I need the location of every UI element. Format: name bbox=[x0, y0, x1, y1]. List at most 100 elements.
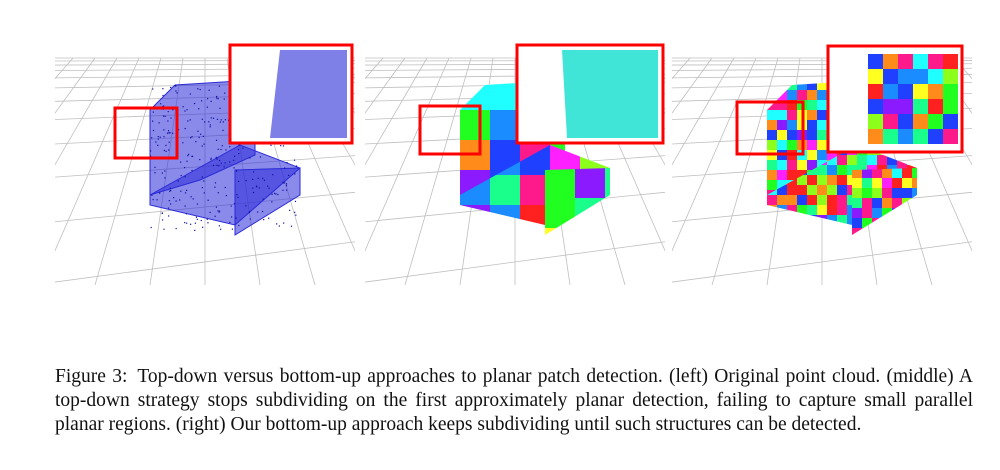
zoom-patch bbox=[868, 129, 883, 144]
patch bbox=[897, 205, 907, 215]
patch bbox=[827, 205, 837, 215]
patch bbox=[902, 218, 912, 228]
patch bbox=[837, 155, 847, 165]
patch bbox=[460, 205, 490, 225]
zoom-patch bbox=[883, 54, 898, 69]
zoom-patch bbox=[883, 114, 898, 129]
caption-label: Figure 3: bbox=[55, 365, 128, 387]
patch bbox=[882, 218, 892, 228]
patch bbox=[892, 228, 902, 235]
patch bbox=[777, 170, 787, 180]
patch bbox=[882, 178, 892, 188]
patch bbox=[797, 195, 807, 205]
highlight-box bbox=[735, 100, 805, 156]
patch bbox=[767, 120, 777, 130]
patch bbox=[892, 218, 902, 228]
zoom-patch bbox=[928, 99, 943, 114]
patch bbox=[817, 100, 827, 110]
zoom-patch bbox=[883, 99, 898, 114]
patch bbox=[787, 170, 797, 180]
zoom-patch bbox=[898, 129, 913, 144]
patch bbox=[797, 185, 807, 195]
patch bbox=[897, 155, 907, 165]
highlight-box bbox=[418, 104, 482, 156]
patch bbox=[872, 228, 882, 235]
zoom-patch bbox=[883, 69, 898, 84]
patch bbox=[817, 165, 827, 175]
patch bbox=[787, 205, 797, 215]
patch bbox=[912, 178, 917, 188]
patch bbox=[777, 110, 787, 120]
zoom-patch bbox=[943, 129, 958, 144]
patch bbox=[767, 170, 777, 180]
patch bbox=[777, 205, 787, 215]
zoom-content bbox=[562, 50, 658, 138]
patch bbox=[807, 215, 817, 225]
patch bbox=[902, 208, 912, 218]
patch bbox=[797, 215, 807, 225]
zoom-cloud bbox=[270, 50, 347, 138]
zoom-patch bbox=[913, 99, 928, 114]
zoom-patch bbox=[913, 84, 928, 99]
patch bbox=[817, 80, 827, 90]
patch bbox=[887, 155, 897, 165]
patch bbox=[787, 140, 797, 150]
zoom-patch bbox=[883, 129, 898, 144]
patch bbox=[807, 205, 817, 215]
patch bbox=[862, 178, 872, 188]
patch bbox=[862, 208, 872, 218]
panel-middle-top-down bbox=[365, 43, 665, 285]
patch bbox=[827, 155, 837, 165]
patch bbox=[912, 198, 917, 208]
patch bbox=[545, 198, 575, 228]
patch bbox=[777, 100, 787, 110]
zoom-patch bbox=[868, 114, 883, 129]
patch bbox=[545, 168, 575, 198]
zoom-patch bbox=[928, 54, 943, 69]
patch bbox=[787, 80, 797, 90]
patch bbox=[862, 228, 872, 235]
zoom-patch bbox=[868, 84, 883, 99]
patch bbox=[807, 100, 817, 110]
patch bbox=[857, 155, 867, 165]
patch bbox=[605, 198, 610, 228]
zoom-patch bbox=[928, 114, 943, 129]
patch bbox=[575, 168, 605, 198]
patch bbox=[817, 140, 827, 150]
zoom-patch bbox=[898, 69, 913, 84]
zoom-patch bbox=[928, 84, 943, 99]
zoom-patch bbox=[928, 129, 943, 144]
patch bbox=[787, 215, 797, 225]
patch bbox=[777, 140, 787, 150]
patch bbox=[892, 198, 902, 208]
patch bbox=[767, 80, 777, 90]
zoom-patch bbox=[562, 50, 658, 138]
patch bbox=[882, 208, 892, 218]
zoom-patch bbox=[898, 84, 913, 99]
patch bbox=[872, 218, 882, 228]
patch bbox=[902, 168, 912, 178]
patch bbox=[837, 185, 847, 195]
patch bbox=[807, 140, 817, 150]
patch bbox=[777, 130, 787, 140]
patch bbox=[837, 205, 847, 215]
patch bbox=[777, 90, 787, 100]
patch bbox=[807, 160, 817, 170]
zoom-patch bbox=[883, 84, 898, 99]
patch bbox=[807, 120, 817, 130]
patch bbox=[852, 168, 862, 178]
patch bbox=[787, 130, 797, 140]
patch bbox=[902, 198, 912, 208]
patch bbox=[867, 155, 877, 165]
patch bbox=[862, 218, 872, 228]
patch bbox=[912, 188, 917, 198]
patch bbox=[912, 218, 917, 228]
zoom-patch bbox=[913, 69, 928, 84]
patch bbox=[902, 188, 912, 198]
patch bbox=[872, 178, 882, 188]
patch bbox=[767, 100, 777, 110]
patch bbox=[787, 110, 797, 120]
patch bbox=[827, 195, 837, 205]
patch bbox=[892, 188, 902, 198]
zoom-patch bbox=[928, 69, 943, 84]
